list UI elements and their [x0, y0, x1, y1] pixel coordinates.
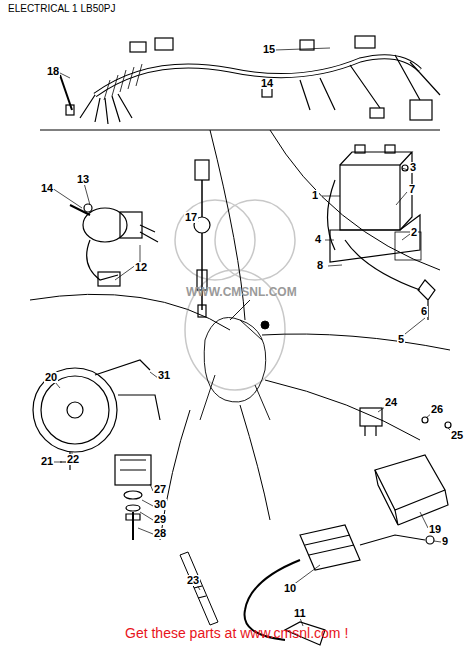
callout-number: 1	[311, 190, 319, 201]
callout-number: 27	[153, 484, 167, 495]
diagram-title: ELECTRICAL 1 LB50PJ	[8, 4, 115, 14]
callout-number: 22	[66, 454, 80, 465]
callout-number: 7	[408, 184, 416, 195]
callout-number: 10	[283, 583, 297, 594]
callout-number: 23	[186, 575, 200, 586]
callout-number: 3	[409, 162, 417, 173]
callout-number: 13	[76, 174, 90, 185]
callout-number: 26	[430, 404, 444, 415]
callout-number: 9	[441, 536, 449, 547]
callout-number: 14	[40, 183, 54, 194]
callout-number: 19	[428, 524, 442, 535]
callout-number: 2	[410, 227, 418, 238]
callout-number: 21	[40, 456, 54, 467]
caption: Get these parts at www.cmsnl.com !	[125, 626, 348, 640]
callout-number: 15	[262, 44, 276, 55]
spark-plug	[180, 552, 218, 625]
callout-number: 20	[44, 372, 58, 383]
callout-number: 8	[316, 260, 324, 271]
callout-number: 28	[153, 528, 167, 539]
flasher-relay	[375, 455, 448, 525]
callout-number: 25	[450, 430, 464, 441]
callout-number: 17	[184, 212, 198, 223]
main-switch	[70, 204, 158, 286]
leader-lines	[50, 48, 450, 626]
callout-number: 4	[314, 234, 322, 245]
callout-number: 24	[384, 397, 398, 408]
callout-number: 6	[420, 306, 428, 317]
battery	[328, 145, 436, 320]
callout-number: 12	[134, 262, 148, 273]
watermark: WWW.CMSNL.COM	[186, 286, 297, 298]
section-lines	[30, 130, 450, 540]
callout-number: 31	[157, 370, 171, 381]
callout-number: 5	[397, 334, 405, 345]
callout-number: 11	[293, 608, 307, 619]
rectifier	[115, 455, 151, 540]
callout-number: 18	[46, 66, 60, 77]
callout-number: 30	[153, 499, 167, 510]
frame-sketch	[200, 300, 270, 420]
callout-number: 29	[153, 514, 167, 525]
wire-harness	[60, 36, 440, 124]
horn	[33, 360, 160, 470]
callout-number: 14	[260, 78, 274, 89]
